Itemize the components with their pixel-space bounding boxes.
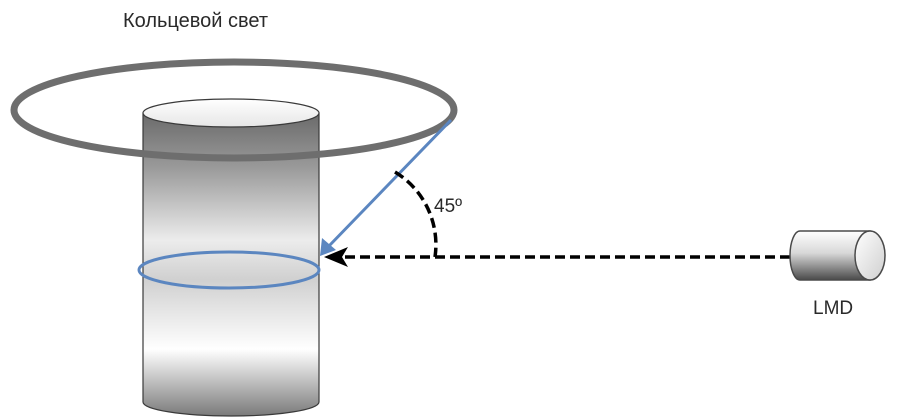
ring-light-back (10, 58, 458, 111)
ring-light-front (10, 109, 458, 162)
measurement-ring (137, 250, 321, 290)
sample-cylinder-icon (142, 98, 320, 417)
incident-beam (320, 118, 453, 256)
cylinder-top (142, 98, 320, 128)
lmd-device-icon (789, 230, 886, 281)
cylinder-body (142, 112, 320, 417)
ring-light-label: Кольцевой свет (123, 10, 268, 32)
angle-label: 45º (434, 196, 462, 217)
angle-arc (394, 170, 438, 258)
device-label: LMD (813, 298, 853, 319)
observation-line (324, 247, 790, 267)
